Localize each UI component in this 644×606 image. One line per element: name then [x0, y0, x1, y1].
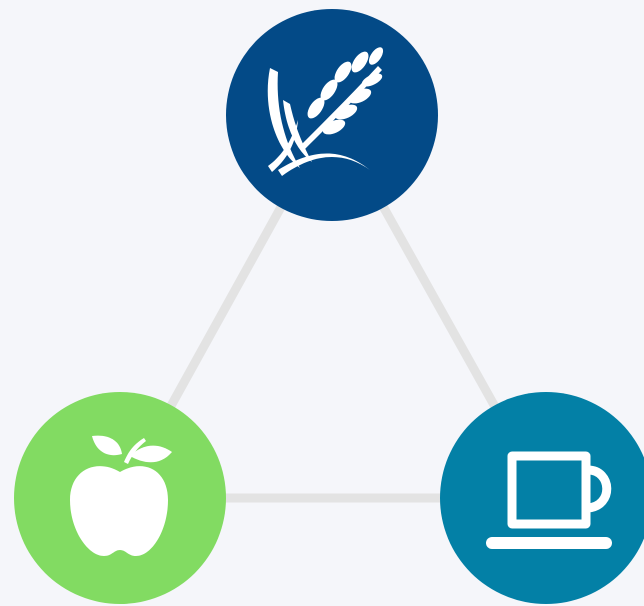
node-coffee — [440, 392, 644, 604]
node-apple — [14, 392, 226, 604]
coffee-cup-icon — [486, 451, 612, 549]
apple-icon — [70, 435, 172, 556]
node-wheat — [226, 9, 438, 221]
wheat-icon — [267, 47, 384, 176]
node-coffee-circle — [440, 392, 644, 604]
